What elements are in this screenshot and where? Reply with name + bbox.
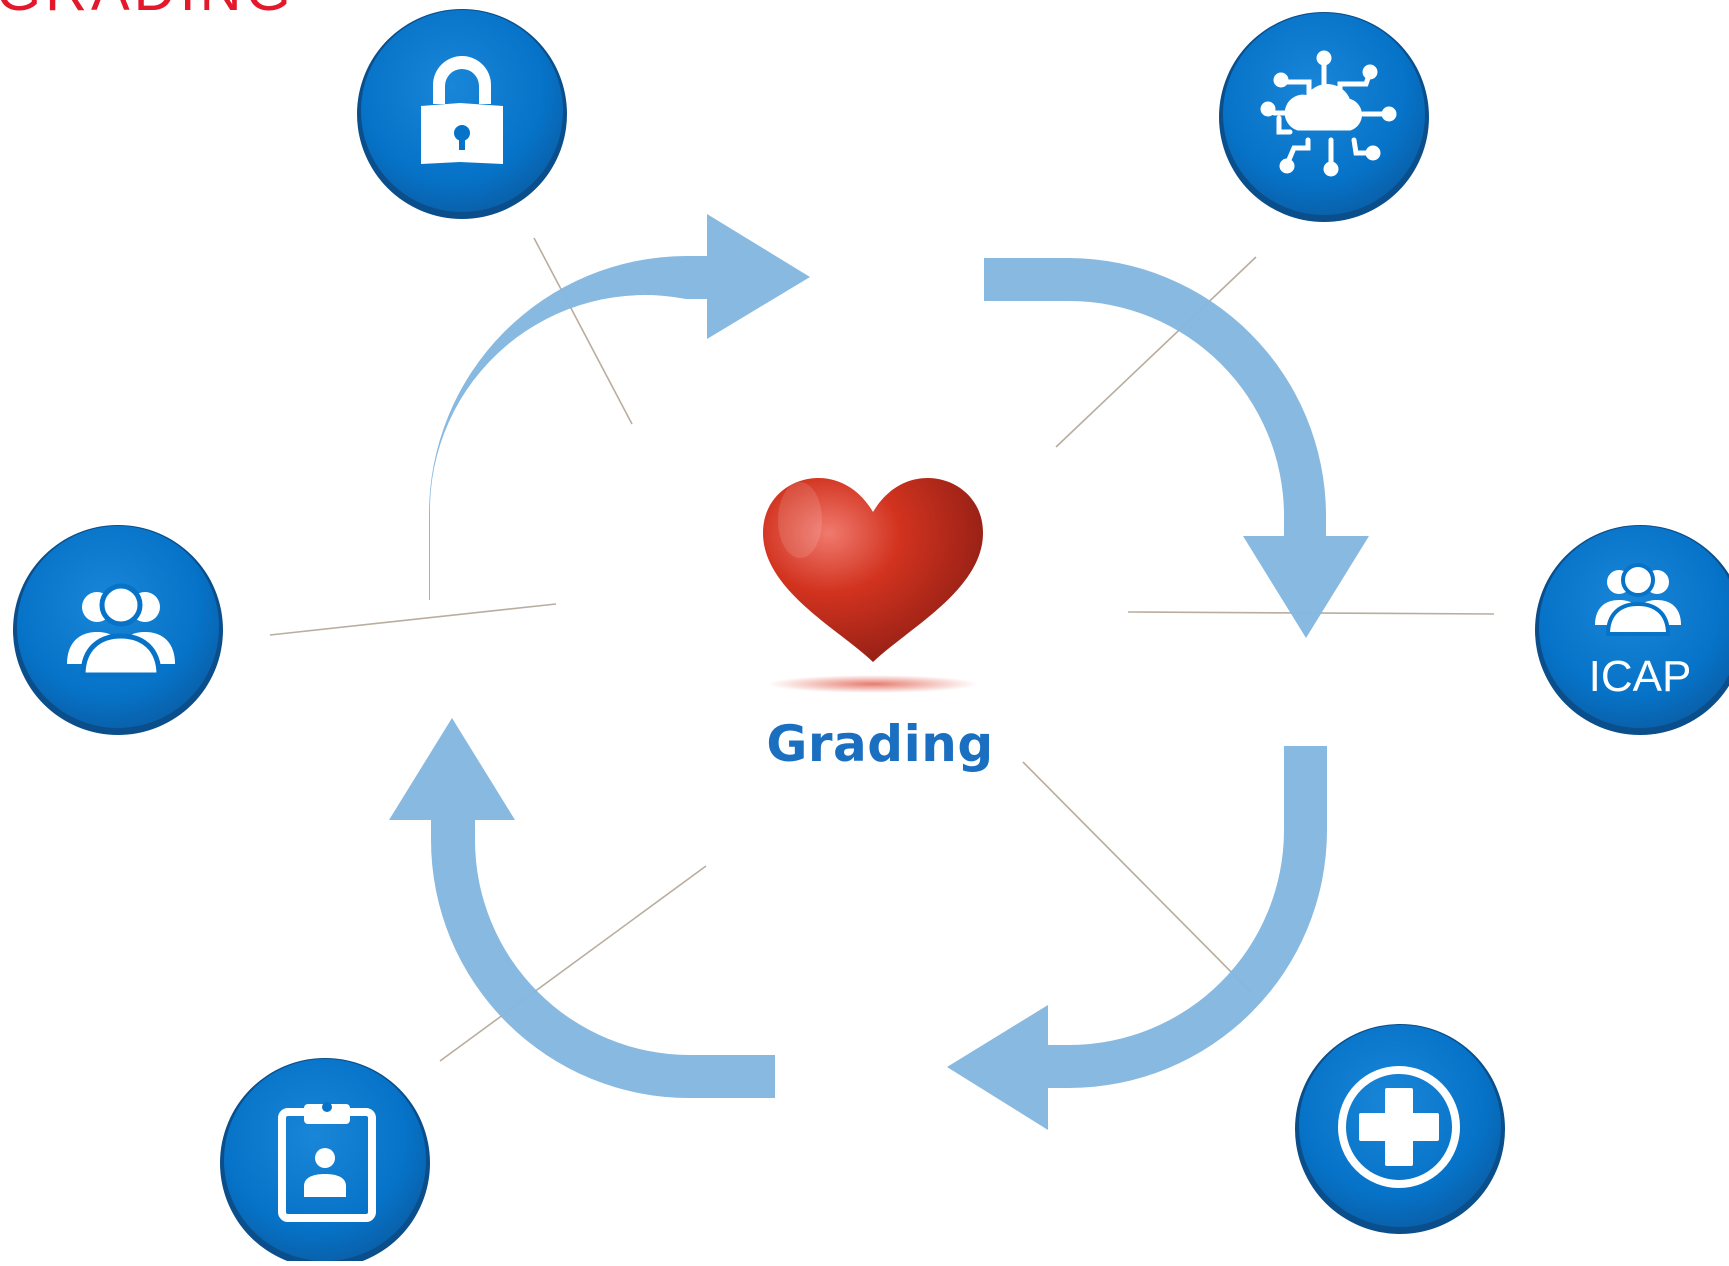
user-group-icon (1595, 563, 1681, 636)
node-group-left (13, 525, 223, 735)
node-lock (357, 9, 567, 219)
page-title: GRADING (0, 0, 295, 20)
center-label: Grading (766, 715, 994, 773)
clipboard-id-icon (278, 1102, 376, 1222)
icap-label: ICAP (1588, 652, 1692, 701)
cycle-arrows (389, 214, 1369, 1130)
arrow-bottom-left (389, 718, 775, 1099)
connector-lines (269, 237, 1495, 1062)
arrow-top-left (428, 214, 810, 600)
node-icap (1535, 525, 1729, 735)
user-group-icon (67, 583, 175, 678)
connector-line (439, 865, 707, 1062)
connector-line (1055, 256, 1257, 448)
connector-line (269, 603, 557, 636)
cloud-network-icon (1260, 50, 1397, 177)
arrow-bottom-right (947, 746, 1327, 1130)
node-cloud (1219, 12, 1429, 222)
connector-line (1022, 761, 1253, 994)
heart-icon (763, 478, 983, 693)
lock-icon (421, 56, 503, 164)
node-medical (1295, 1024, 1505, 1234)
connector-line (533, 237, 633, 425)
node-clipboard (220, 1058, 430, 1266)
arrow-top-right (984, 258, 1369, 638)
medical-cross-icon (1338, 1066, 1460, 1188)
